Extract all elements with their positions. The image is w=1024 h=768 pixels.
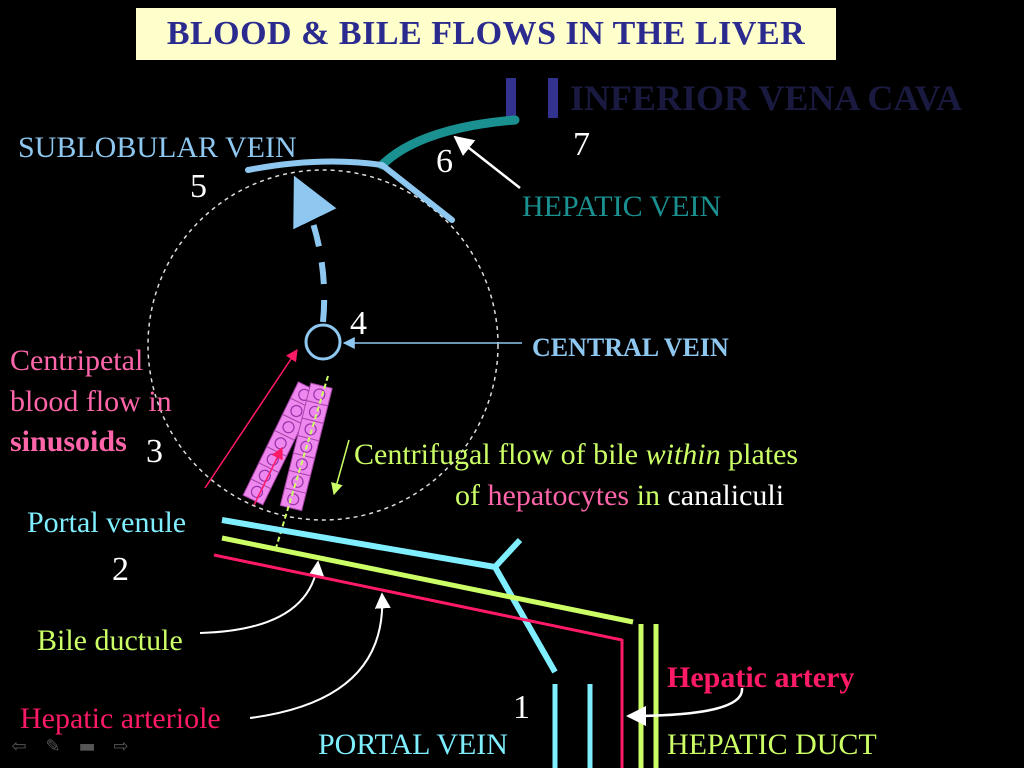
- bile-ductule: [221, 535, 634, 625]
- central-vein-label: CENTRAL VEIN: [532, 333, 729, 362]
- number-1: 1: [513, 689, 530, 726]
- hepatocyte-nucleus: [287, 493, 300, 506]
- portal-venule-label: Portal venule: [27, 506, 186, 539]
- portal-vein-label: PORTAL VEIN: [318, 728, 508, 761]
- number-6: 6: [436, 143, 453, 180]
- hepatic-arteriole: [213, 553, 624, 768]
- bile-ductule-label: Bile ductule: [37, 624, 183, 657]
- hepatocyte-nucleus: [282, 421, 295, 434]
- hepatic-arteriole-pointer: [249, 592, 391, 719]
- centrifugal-text-a: Centrifugal flow of bile: [354, 438, 646, 471]
- portal-venule-branch: [492, 537, 523, 570]
- hepatic-vein: [377, 115, 520, 170]
- central-vein: [304, 323, 342, 361]
- pen-icon[interactable]: ✎: [45, 736, 61, 757]
- hepatocyte-cell: [305, 382, 333, 407]
- forward-arrow-icon[interactable]: ⇨: [113, 736, 129, 757]
- centripetal-arrow-long: [204, 349, 298, 489]
- hepatocyte-nucleus: [291, 475, 304, 488]
- centrifugal-text-in: in: [629, 479, 667, 512]
- centripetal-arrow-short: [253, 446, 283, 506]
- number-2: 2: [112, 551, 129, 588]
- centrifugal-arrow: [331, 439, 350, 496]
- hepatic-artery-pointer: [626, 687, 744, 726]
- bile-canaliculus: [275, 375, 329, 549]
- centripetal-label-line3: sinusoids: [10, 425, 127, 458]
- centrifugal-text-canaliculi: canaliculi: [667, 479, 784, 512]
- hepatocyte-nucleus: [308, 405, 322, 419]
- hepatic-arteriole-label: Hepatic arteriole: [20, 702, 221, 735]
- sublobular-vein: [245, 158, 455, 223]
- slide-nav: ⇦ ✎ ▬ ⇨: [6, 736, 134, 757]
- ivc-wall-left: [506, 78, 516, 118]
- centrifugal-text-hepatocytes: hepatocytes: [488, 479, 630, 512]
- ivc-wall-right: [548, 78, 558, 118]
- hepatic-artery-label: Hepatic artery: [667, 661, 854, 694]
- slide-title: BLOOD & BILE FLOWS IN THE LIVER: [136, 8, 836, 60]
- hepatic-vein-pointer: [453, 135, 521, 189]
- menu-icon[interactable]: ▬: [78, 736, 96, 757]
- number-5: 5: [190, 168, 207, 205]
- lobule-outline: [147, 169, 499, 521]
- ivc-label: INFERIOR VENA CAVA: [570, 78, 962, 118]
- hepatocyte-nucleus: [250, 485, 264, 499]
- hepatocyte-nucleus: [290, 404, 303, 418]
- centrifugal-text-of: of: [455, 479, 488, 512]
- hepatocyte-nucleus: [258, 469, 271, 482]
- hepatocyte-nucleus: [313, 388, 326, 401]
- hepatic-vein-label: HEPATIC VEIN: [522, 190, 721, 223]
- hepatic-duct-label: HEPATIC DUCT: [667, 728, 877, 761]
- number-3: 3: [146, 433, 163, 470]
- centrifugal-text-plates: plates: [721, 438, 798, 471]
- centripetal-label-line2: blood flow in: [10, 385, 172, 418]
- centrifugal-text-within: within: [646, 438, 721, 471]
- central-to-sublobular-flow: [293, 175, 337, 323]
- number-7: 7: [573, 126, 590, 163]
- centrifugal-label-line1: Centrifugal flow of bile within plates: [354, 438, 798, 471]
- sublobular-vein-label: SUBLOBULAR VEIN: [18, 131, 297, 164]
- number-4: 4: [350, 305, 367, 342]
- slide-title-text: BLOOD & BILE FLOWS IN THE LIVER: [166, 15, 806, 52]
- centripetal-label-line1: Centripetal: [10, 344, 143, 377]
- hepatocyte-nucleus: [304, 423, 317, 436]
- centrifugal-label-line2: of hepatocytes in canaliculi: [455, 479, 784, 512]
- back-arrow-icon[interactable]: ⇦: [11, 736, 27, 757]
